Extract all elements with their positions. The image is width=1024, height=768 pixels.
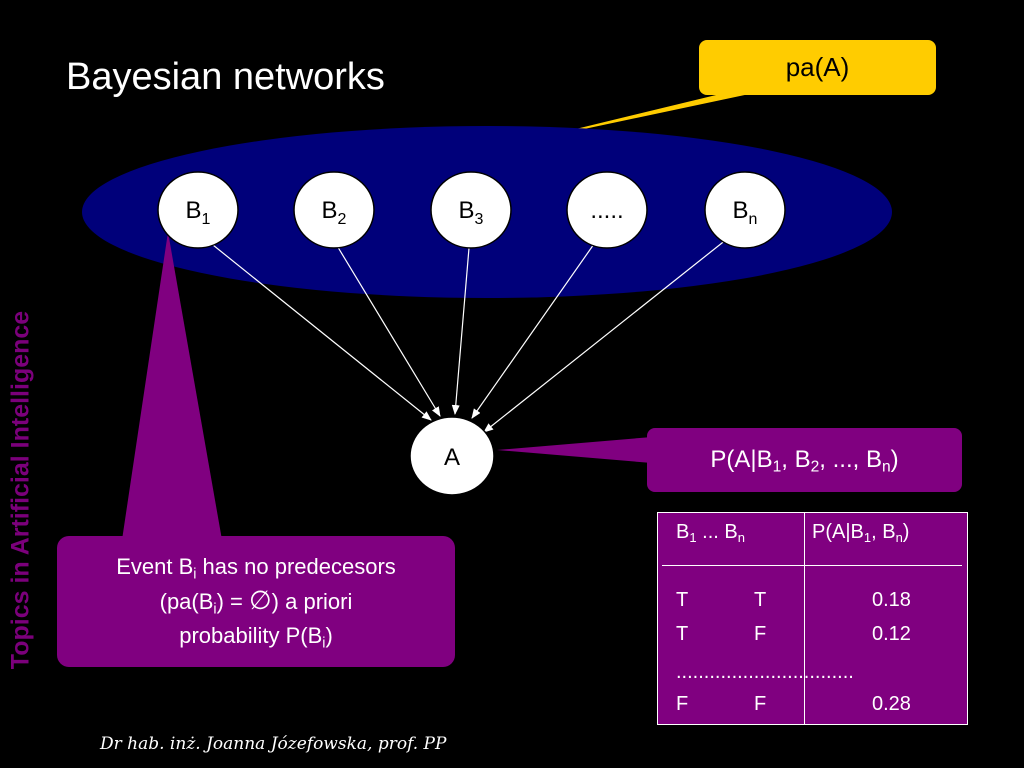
probability-table: B1 ... Bn P(A|B1, Bn) T T 0.18 T F 0.12 … [657, 512, 968, 725]
edge-dots-a [471, 243, 595, 419]
cpt-row-1-bn: T [754, 589, 767, 611]
node-b2-sub: 2 [338, 211, 347, 228]
cpt-ellipsis-row: ................................ [676, 661, 854, 683]
event-callout-line-3: probability P(Bi) [179, 623, 333, 652]
conditional-probability-callout: P(A|B1, B2, ..., Bn) [647, 428, 962, 492]
empty-set-icon: ∅ [249, 586, 272, 616]
svg-text:B2: B2 [322, 197, 347, 228]
author-footer: Dr hab. inż. Joanna Józefowska, prof. PP [100, 734, 447, 754]
node-ellipsis-label: ..... [590, 197, 623, 224]
event-callout-pointer [122, 232, 222, 540]
svg-text:B3: B3 [459, 197, 484, 228]
cpt-header-probability: P(A|B1, Bn) [812, 521, 910, 545]
node-ellipsis: ..... [566, 171, 648, 249]
node-a-label: A [444, 444, 460, 471]
event-callout-line-2: (pa(Bi) = ∅) a priori [159, 586, 353, 618]
conditional-callout-pointer [497, 437, 652, 463]
parents-callout: pa(A) [699, 40, 936, 95]
cpt-row-3-prob: 0.28 [872, 693, 911, 715]
node-b3: B3 [430, 171, 512, 249]
cpt-row-1-b1: T [676, 589, 689, 611]
node-bn-label: B [733, 197, 749, 224]
svg-text:Bn: Bn [733, 197, 758, 228]
svg-text:B1: B1 [186, 197, 211, 228]
node-bn-sub: n [749, 211, 758, 228]
edge-b1-a [207, 240, 432, 421]
edge-b2-a [335, 243, 441, 417]
cpt-column-divider [804, 513, 805, 724]
event-callout-line-1: Event Bi has no predecesors [116, 554, 396, 583]
node-b3-sub: 3 [475, 211, 484, 228]
slide-title: Bayesian networks [66, 56, 385, 98]
svg-text:.....: ..... [590, 197, 623, 224]
cpt-header-divider [662, 565, 962, 566]
edge-b3-a [451, 247, 470, 415]
conditional-probability-text: P(A|B1, B2, ..., Bn) [710, 446, 899, 476]
event-callout: Event Bi has no predecesors (pa(Bi) = ∅)… [57, 536, 455, 667]
cpt-row-1-prob: 0.18 [872, 589, 911, 611]
cpt-row-2-bn: F [754, 623, 767, 645]
cpt-row-3-bn: F [754, 693, 767, 715]
cpt-row-2-prob: 0.12 [872, 623, 911, 645]
node-b3-label: B [459, 197, 475, 224]
cpt-header-parents: B1 ... Bn [676, 521, 745, 545]
node-b1: B1 [157, 171, 239, 249]
node-b2-label: B [322, 197, 338, 224]
edge-bn-a [483, 238, 728, 433]
cpt-row-2-b1: T [676, 623, 689, 645]
node-bn: Bn [704, 171, 786, 249]
cpt-row-3-b1: F [676, 693, 689, 715]
node-b1-label: B [186, 197, 202, 224]
node-a: A [409, 416, 495, 496]
node-b2: B2 [293, 171, 375, 249]
node-b1-sub: 1 [202, 211, 211, 228]
